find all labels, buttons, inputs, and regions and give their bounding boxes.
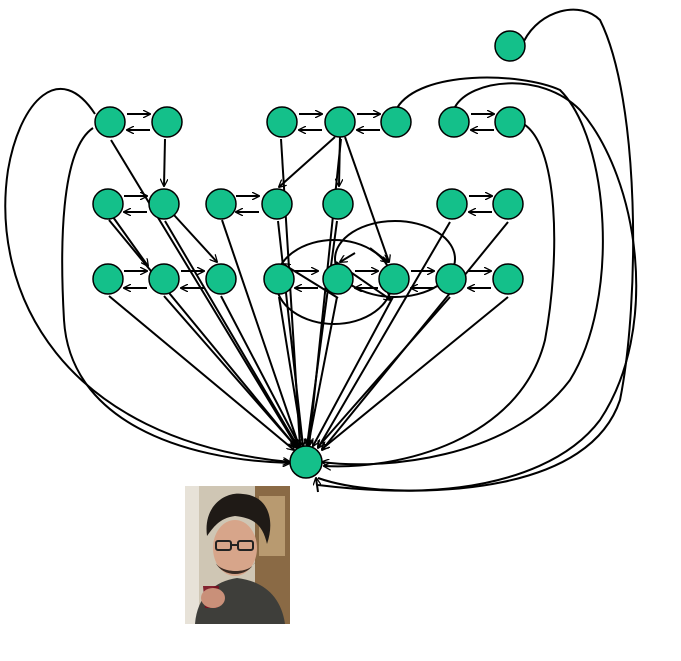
edge: [108, 295, 294, 450]
edge: [279, 136, 336, 187]
edge: [163, 295, 297, 448]
edge: [61, 127, 290, 463]
edge: [322, 296, 509, 449]
node: [263, 263, 295, 295]
edge: [4, 88, 290, 462]
node: [324, 106, 356, 138]
node: [492, 188, 524, 220]
node: [92, 188, 124, 220]
node: [492, 263, 524, 295]
node: [261, 188, 293, 220]
edge: [344, 136, 389, 262]
edge: [220, 295, 300, 447]
node: [436, 188, 468, 220]
edge: [322, 76, 604, 465]
node: [380, 106, 412, 138]
node: [322, 263, 354, 295]
nodes-layer: [92, 30, 526, 479]
edge: [318, 296, 451, 447]
edge-ellipse: [334, 220, 456, 298]
node: [94, 106, 126, 138]
node: [92, 263, 124, 295]
node: [435, 263, 467, 295]
edge: [283, 264, 339, 299]
edge: [164, 220, 298, 447]
node: [494, 106, 526, 138]
edge: [317, 8, 635, 492]
node: [494, 30, 526, 62]
node: [322, 188, 354, 220]
edge: [318, 221, 451, 448]
node: [205, 263, 237, 295]
edge: [316, 478, 318, 493]
edge: [324, 121, 556, 466]
edge: [340, 252, 356, 262]
edge: [221, 219, 299, 446]
edge: [369, 247, 388, 262]
sink-node: [289, 445, 323, 479]
edge: [278, 296, 303, 446]
node: [151, 106, 183, 138]
node: [205, 188, 237, 220]
edge: [307, 220, 338, 446]
edge: [173, 214, 217, 262]
node: [148, 263, 180, 295]
node: [438, 106, 470, 138]
edge: [277, 220, 303, 446]
person-photo: [185, 486, 290, 624]
edge: [112, 216, 148, 266]
edge: [164, 138, 165, 186]
node: [266, 106, 298, 138]
edges-layer: [4, 8, 638, 493]
edge: [110, 139, 297, 447]
node: [378, 263, 410, 295]
edge: [108, 219, 296, 447]
edge: [313, 296, 394, 446]
edge: [308, 296, 338, 446]
node: [148, 188, 180, 220]
